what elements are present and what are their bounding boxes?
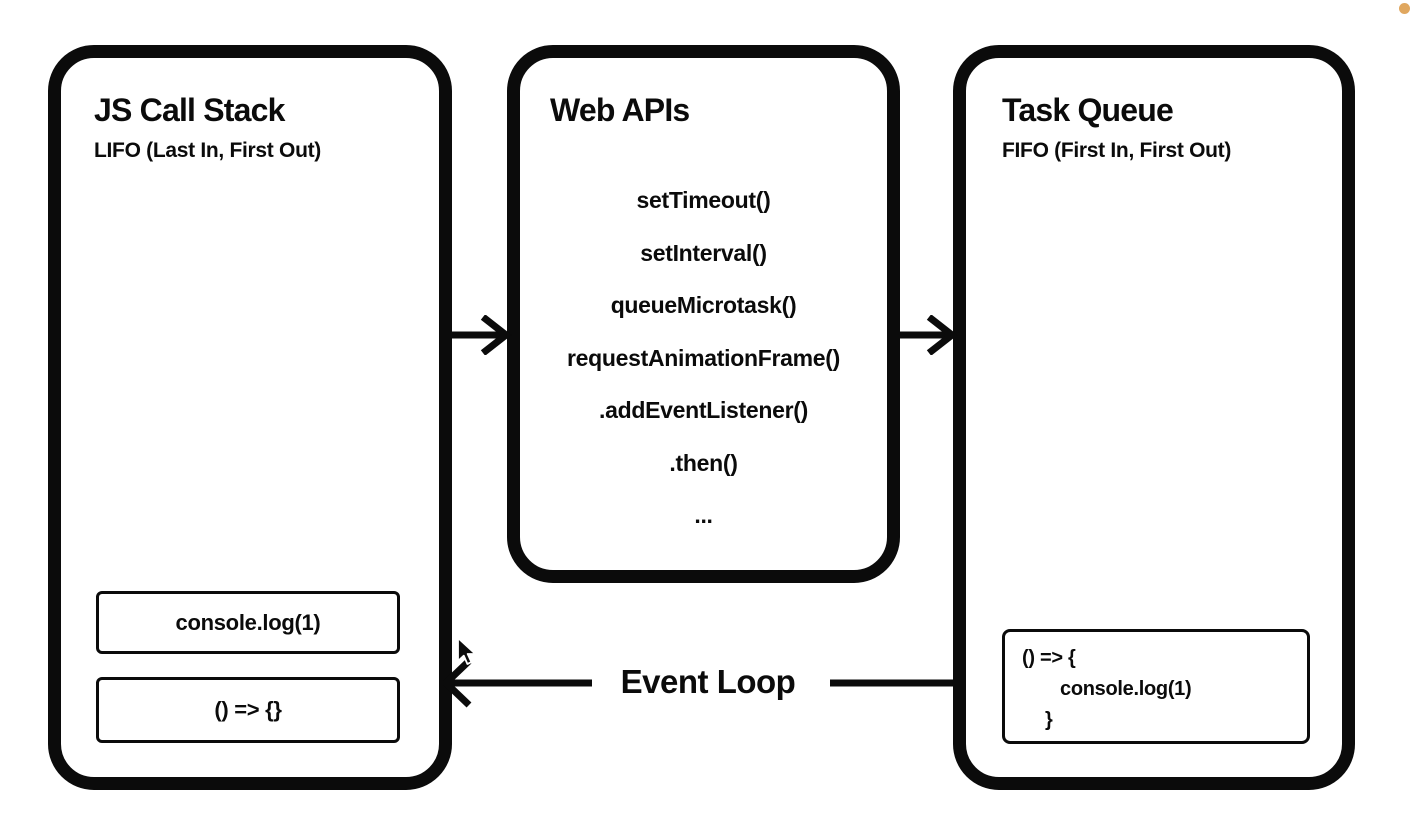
js-call-stack-subtitle: LIFO (Last In, First Out) — [94, 139, 321, 162]
stack-frame: () => {} — [96, 677, 400, 743]
arrow-stack-to-webapis — [450, 315, 512, 355]
task-code-line: console.log(1) — [1060, 678, 1192, 700]
web-apis-title: Web APIs — [550, 92, 690, 128]
task-code-line: () => { — [1022, 647, 1076, 669]
api-item: ... — [694, 502, 713, 528]
mouse-cursor-icon — [457, 637, 477, 665]
web-apis-list: setTimeout() setInterval() queueMicrotas… — [520, 174, 887, 542]
web-apis-panel: Web APIs setTimeout() setInterval() queu… — [507, 45, 900, 583]
stack-frame: console.log(1) — [96, 591, 400, 654]
task-code-line: } — [1045, 709, 1053, 731]
api-item: requestAnimationFrame() — [567, 344, 840, 371]
api-item: .then() — [669, 449, 738, 476]
task-queue-title: Task Queue — [1002, 92, 1174, 128]
task-queue-subtitle: FIFO (First In, First Out) — [1002, 139, 1232, 162]
arrow-webapis-to-taskqueue — [896, 315, 958, 355]
api-item: setInterval() — [640, 239, 767, 266]
event-loop-arrow — [443, 658, 953, 708]
api-item: .addEventListener() — [598, 397, 808, 423]
js-call-stack-title: JS Call Stack — [94, 92, 285, 128]
api-item: queueMicrotask() — [610, 292, 797, 318]
api-item: setTimeout() — [636, 187, 771, 213]
js-call-stack-panel: JS Call Stack LIFO (Last In, First Out) … — [48, 45, 452, 790]
event-loop-label: Event Loop — [620, 663, 796, 700]
accent-dot — [1399, 3, 1410, 14]
task-queue-panel: Task Queue FIFO (First In, First Out) ()… — [953, 45, 1355, 790]
queued-task-card: () => { console.log(1) } — [1002, 629, 1310, 744]
